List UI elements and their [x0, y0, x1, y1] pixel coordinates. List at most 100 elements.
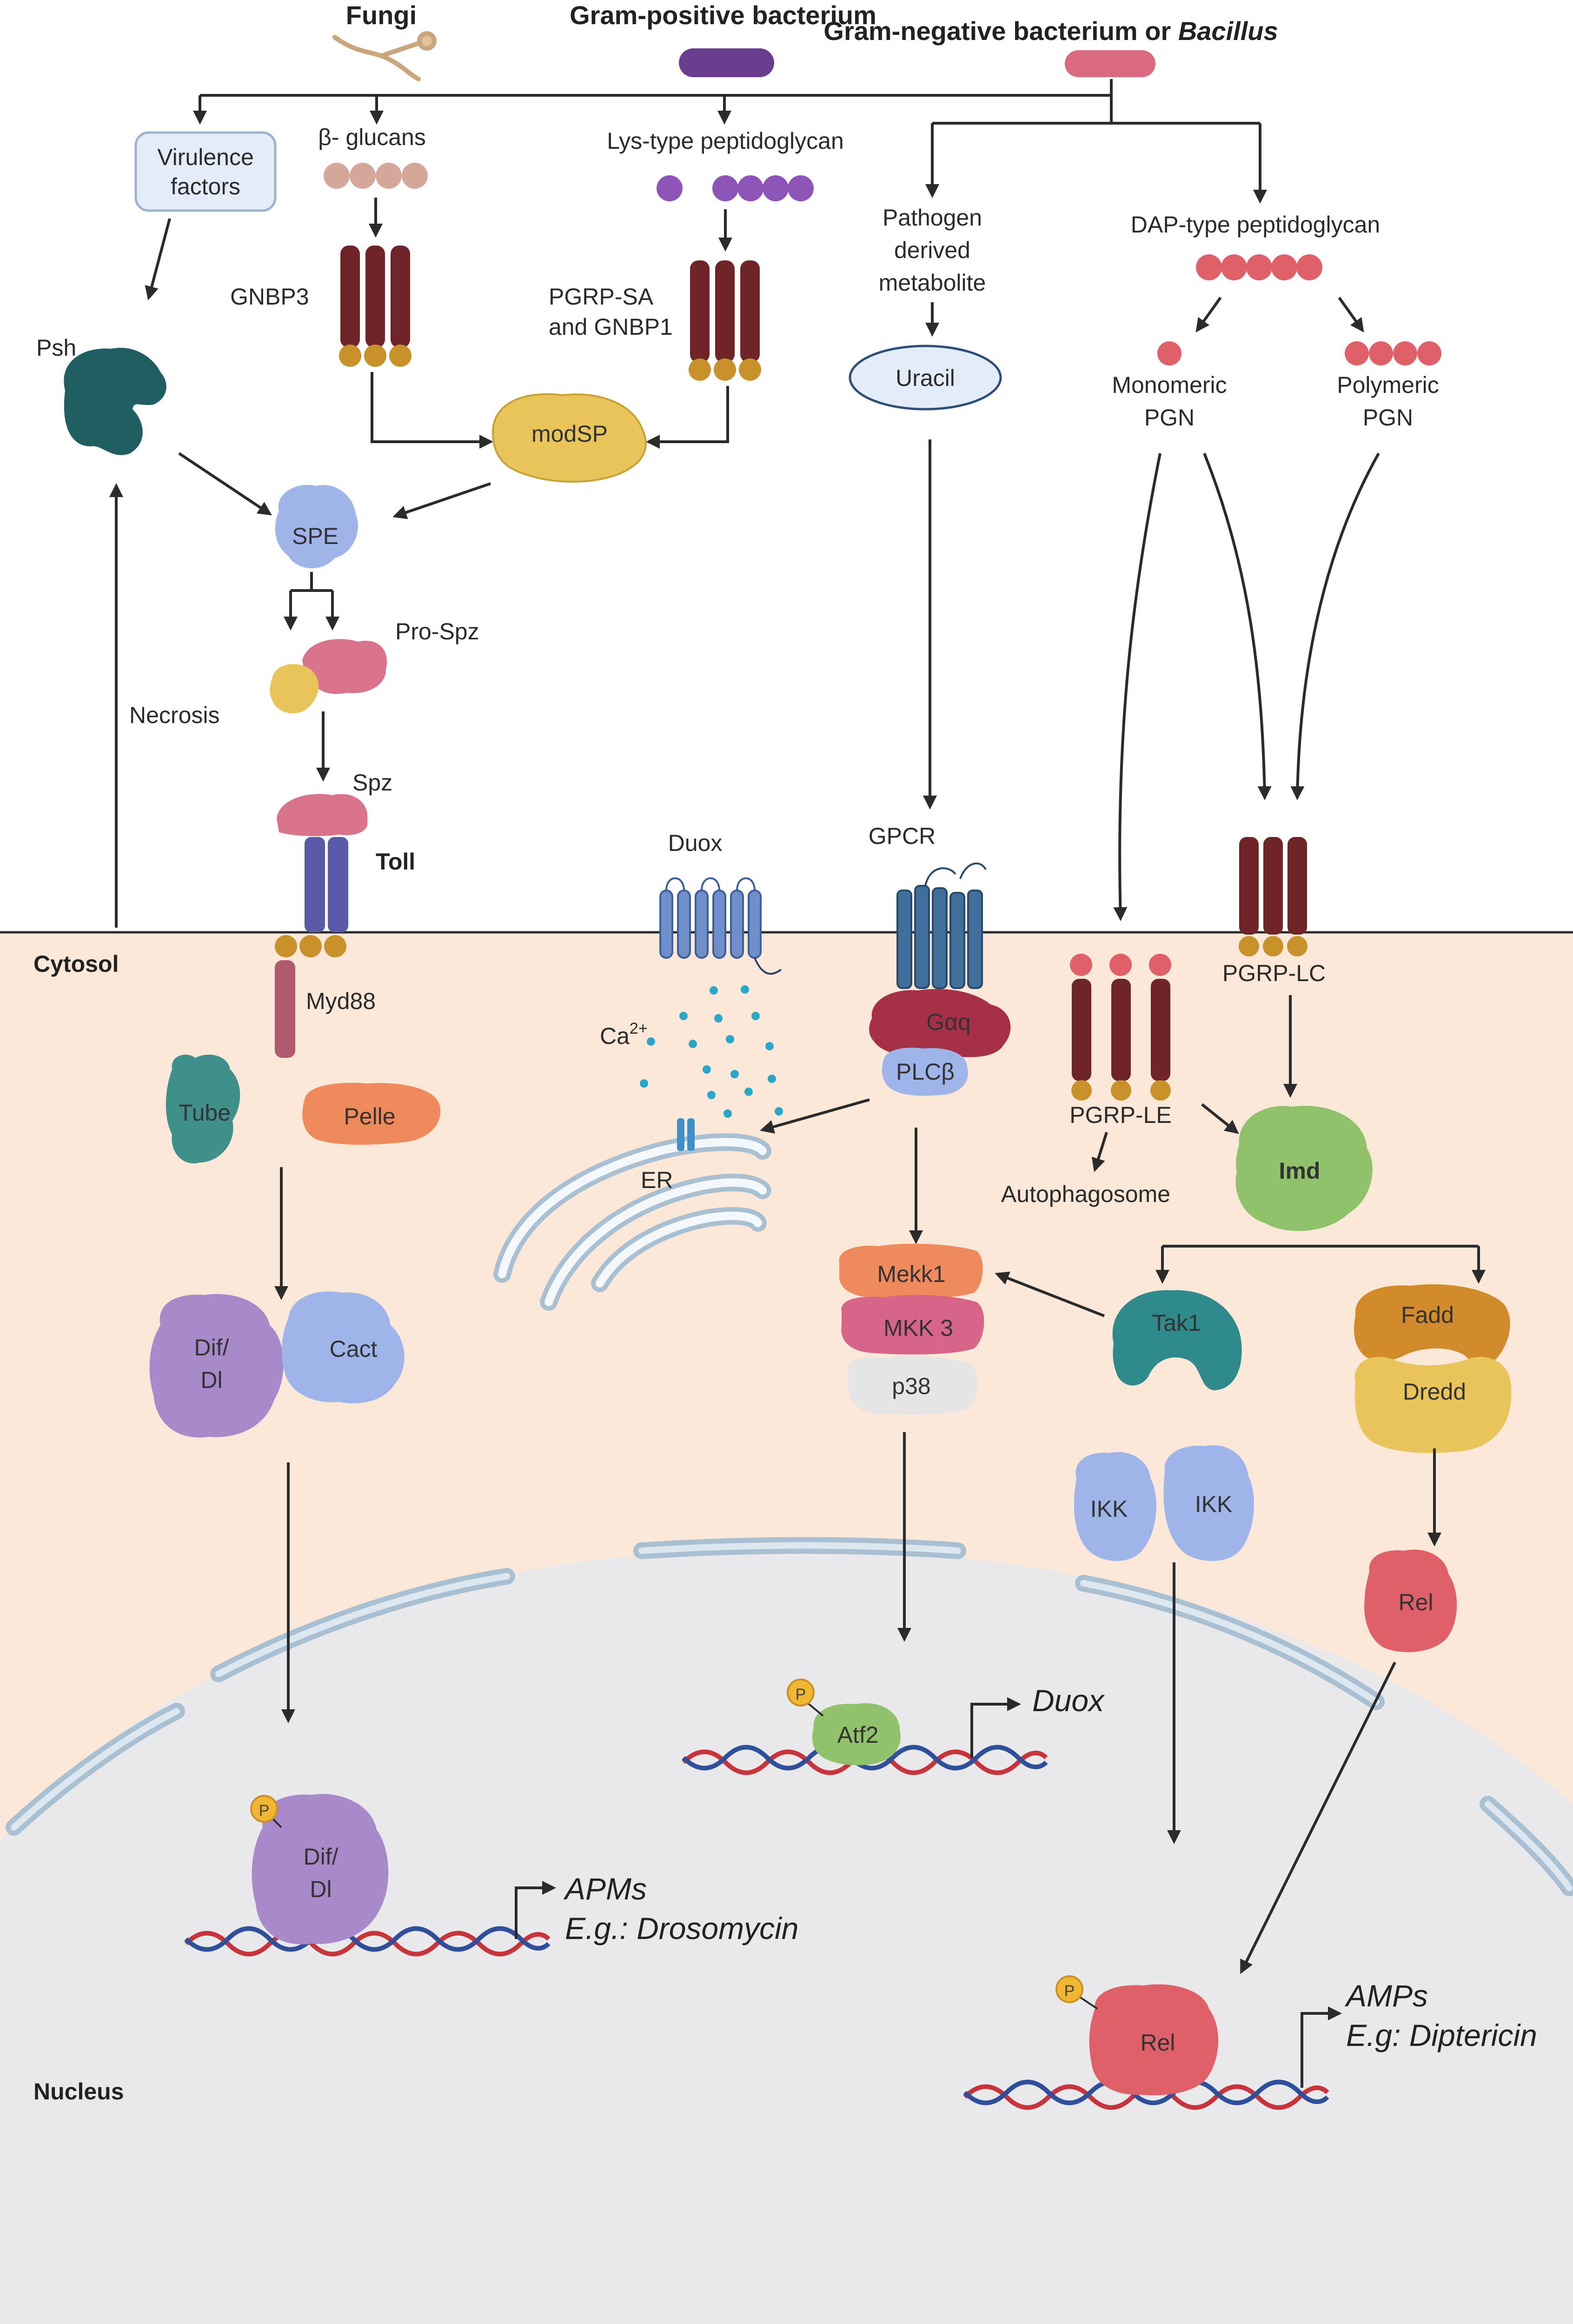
spe-label: SPE [292, 523, 338, 549]
gram-positive-label: Gram-positive bacterium [570, 0, 876, 30]
spe-protein-icon [275, 485, 358, 569]
calcium-ions [640, 985, 783, 1118]
myd88-adaptor-icon [275, 935, 346, 1058]
uracil-ellipse [849, 345, 1002, 411]
pelle-protein-icon [302, 1082, 441, 1145]
rel-phospho-label: P [1064, 1982, 1075, 2000]
diptericin-label: E.g: Diptericin [1346, 2018, 1537, 2052]
pgrp-le-label: PGRP-LE [1069, 1102, 1172, 1128]
pgrp-le-receptor-icon [1070, 954, 1171, 1101]
pgrp-sa-label-1: PGRP-SA [549, 284, 654, 310]
toll-receptor-icon [305, 837, 348, 932]
nucleus-label: Nucleus [33, 2078, 124, 2105]
beta-glucan-beads [324, 163, 428, 189]
monomeric-label-2: PGN [1144, 405, 1195, 431]
er-label: ER [641, 1167, 673, 1193]
atf2-phospho-label: P [796, 1686, 806, 1703]
psh-protein-icon [64, 348, 166, 455]
arrow-gnbp3-to-modsp [371, 372, 493, 449]
polymeric-pgn-beads [1345, 341, 1441, 365]
arrow-polymeric-to-pgrp-lc [1290, 452, 1380, 800]
rel-nuc-label: Rel [1140, 2030, 1175, 2056]
dif-nuc-label-2: Dl [310, 1876, 332, 1902]
rel-cyto-label: Rel [1398, 1589, 1433, 1615]
arrow-psh-to-spe [178, 452, 272, 516]
atf2-protein-icon [812, 1703, 901, 1766]
ikk-label-2: IKK [1195, 1491, 1233, 1517]
beta-glucans-label: β- glucans [318, 124, 426, 150]
necrosis-label: Necrosis [129, 702, 219, 728]
atf2-label: Atf2 [837, 1722, 879, 1748]
calcium-label: Ca2+ [600, 1020, 648, 1049]
dna-strand-drosomycin [184, 1926, 551, 1957]
galpha-label: Gαq [926, 1009, 971, 1035]
pgrp-sa-receptor-icon [689, 260, 761, 381]
arrow-dap-to-polymeric [1338, 297, 1364, 332]
arrow-modsp-to-spe [392, 482, 491, 519]
spe-branch-arrows [291, 572, 332, 592]
gram-negative-bacillus: Bacillus [1178, 16, 1278, 46]
dredd-label: Dredd [1403, 1379, 1466, 1405]
nucleus-region [0, 1548, 1573, 2324]
dif-nuc-protein-icon [252, 1794, 389, 1945]
pathogen-label-2: derived [894, 237, 970, 263]
dif-dl-protein-icon [149, 1294, 284, 1438]
dif-cyto-label-2: Dl [200, 1367, 222, 1393]
polymeric-label-1: Polymeric [1337, 372, 1439, 398]
plcb-label: PLCβ [896, 1059, 955, 1085]
p38-protein-icon [848, 1356, 978, 1415]
fadd-label: Fadd [1401, 1302, 1454, 1328]
duox-gene-label: Duox [1032, 1683, 1105, 1718]
cact-label: Cact [330, 1336, 378, 1362]
virulence-factors-line1: Virulence [157, 144, 254, 170]
pathogen-label-3: metabolite [879, 270, 986, 296]
virulence-factors-box [134, 131, 277, 212]
gram-negative-bacterium-icon [1065, 50, 1155, 77]
virulence-factors-line2: factors [171, 173, 240, 199]
toll-label: Toll [376, 849, 415, 875]
arrow-monomeric-to-pgrp-lc [1203, 452, 1272, 800]
arrow-dap-to-monomeric [1195, 297, 1222, 332]
plcb-protein-icon [882, 1048, 968, 1096]
spz-label: Spz [352, 770, 392, 796]
gram-neg-branch-line [932, 95, 1260, 125]
pro-spz-label: Pro-Spz [395, 618, 479, 644]
cact-protein-icon [281, 1291, 405, 1404]
gram-positive-bacterium-icon [679, 48, 774, 77]
fungi-label: Fungi [346, 0, 417, 30]
rel-nuc-protein-icon [1089, 1984, 1219, 2096]
arrow-monomeric-to-pgrp-le [1113, 453, 1161, 921]
dap-pgn-label: DAP-type peptidoglycan [1131, 212, 1380, 238]
nuclear-envelope-inner [11, 1542, 1573, 1891]
uracil-label: Uracil [896, 365, 955, 391]
gpcr-label: GPCR [869, 823, 936, 849]
polymeric-label-2: PGN [1363, 405, 1413, 431]
drosomycin-transcription-arrow [515, 1881, 556, 1939]
rel-cyto-protein-icon [1364, 1549, 1457, 1653]
modsp-protein-icon [491, 393, 647, 483]
arrow-plcb-to-er [760, 1098, 870, 1134]
duox-receptor-label: Duox [668, 830, 723, 856]
fungi-hypha-icon [332, 31, 437, 81]
ikk-protein-icon-2 [1163, 1445, 1254, 1561]
ikk-protein-icon-1 [1074, 1452, 1156, 1561]
dif-nuc-label-1: Dif/ [304, 1844, 338, 1870]
gram-negative-prefix: Gram-negative bacterium or [823, 16, 1178, 46]
psh-label: Psh [36, 335, 76, 361]
modsp-label: modSP [531, 421, 608, 447]
tak1-protein-icon [1112, 1290, 1242, 1390]
pgrp-lc-receptor-icon [1239, 837, 1308, 956]
myd88-label: Myd88 [306, 988, 376, 1014]
p38-label: p38 [892, 1373, 930, 1399]
er-organelle-icon [493, 1133, 771, 1311]
arrow-virulence-to-psh [145, 218, 171, 300]
gpcr-icon [896, 862, 987, 989]
amps-label: AMPs [1344, 1979, 1428, 2013]
spz-protein-icon [277, 794, 368, 837]
arrow-rel-to-nucleus [1240, 1661, 1396, 1974]
rel-phospho-icon [1055, 1975, 1083, 2003]
mkk3-label: MKK 3 [883, 1315, 953, 1341]
imd-protein-icon [1235, 1106, 1373, 1231]
pathogen-label-1: Pathogen [883, 205, 982, 231]
dif-phospho-icon [250, 1795, 278, 1823]
